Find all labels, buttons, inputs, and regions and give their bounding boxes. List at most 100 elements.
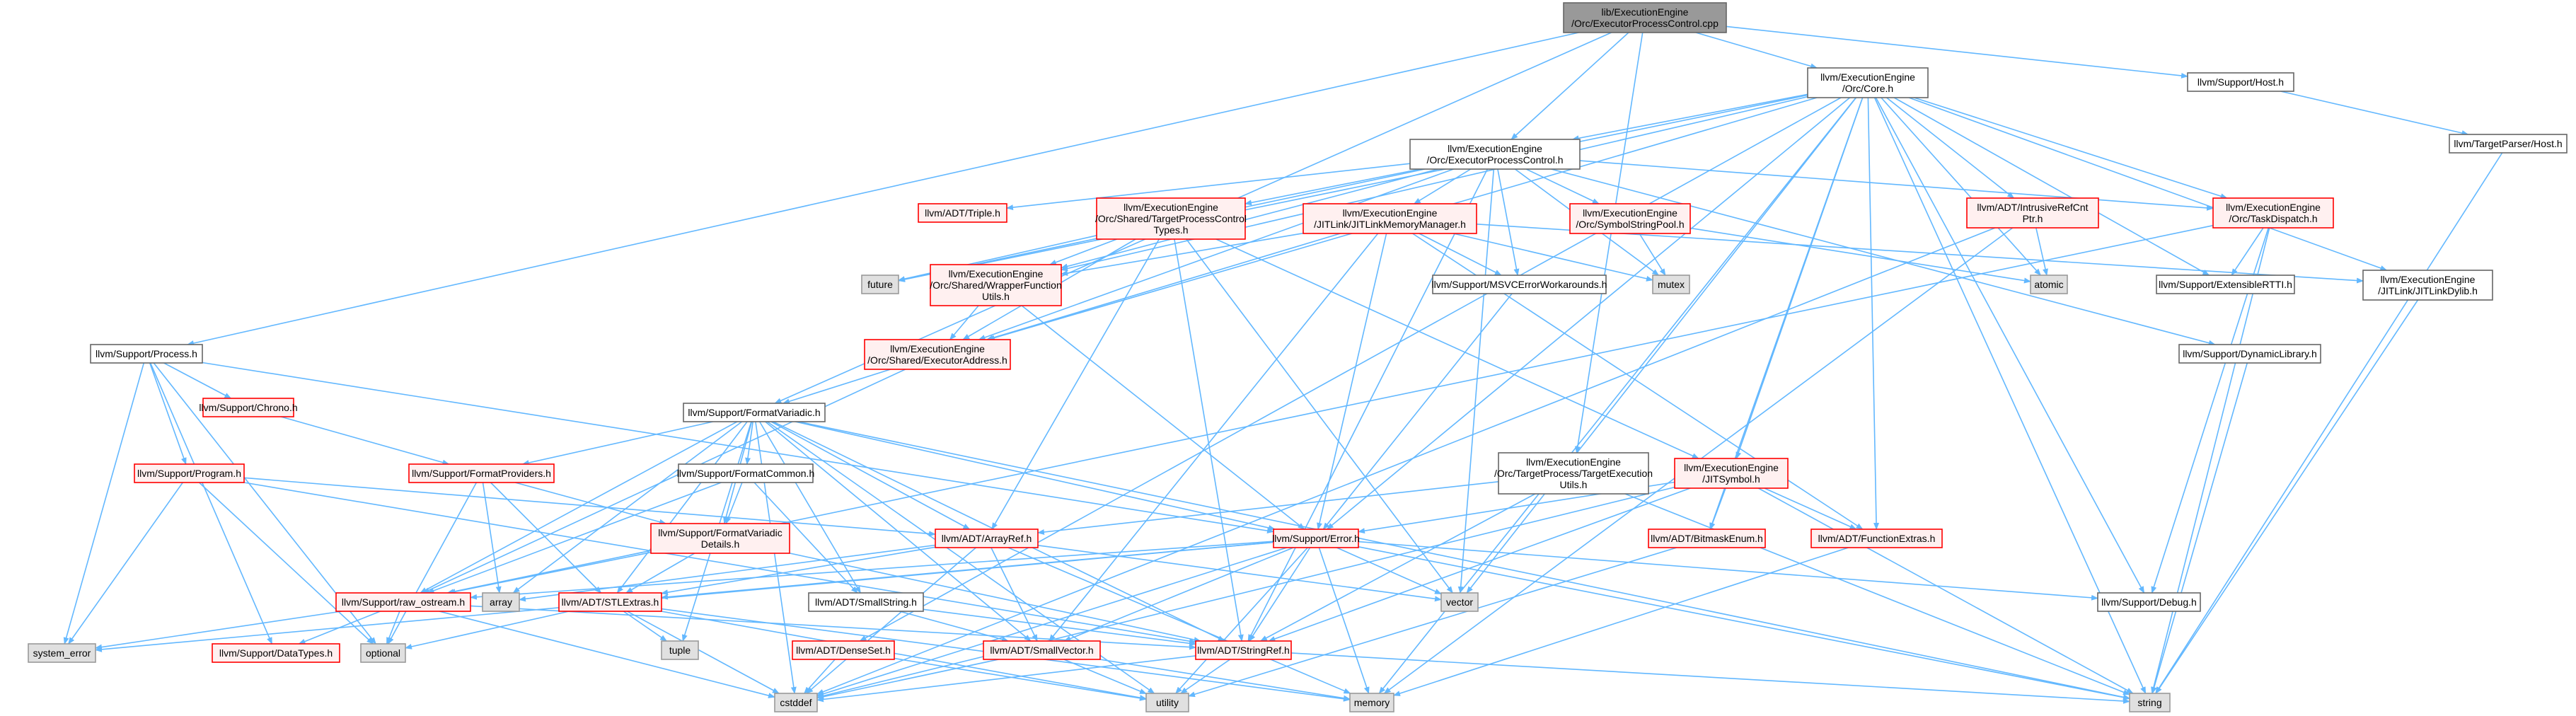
node-label-line: llvm/Support/DynamicLibrary.h xyxy=(2183,348,2317,359)
node-box xyxy=(678,463,814,483)
node-system_error[interactable]: system_error xyxy=(28,643,96,663)
edge-core-to-vector xyxy=(1466,97,1857,594)
node-wrapperfn[interactable]: llvm/ExecutionEngine/Orc/Shared/WrapperF… xyxy=(930,264,1062,306)
node-extrtti[interactable]: llvm/Support/ExtensibleRTTI.h xyxy=(2156,275,2295,294)
node-tpctypes[interactable]: llvm/ExecutionEngine/Orc/Shared/TargetPr… xyxy=(1095,197,1247,240)
edge-process-to-error xyxy=(202,362,1274,534)
node-root[interactable]: lib/ExecutionEngine/Orc/ExecutorProcessC… xyxy=(1563,2,1727,33)
node-denseset[interactable]: llvm/ADT/DenseSet.h xyxy=(792,640,895,660)
node-jitlinkdylib[interactable]: llvm/ExecutionEngine/JITLink/JITLinkDyli… xyxy=(2362,270,2493,301)
node-string[interactable]: string xyxy=(2129,693,2171,712)
node-label-line: Utils.h xyxy=(982,291,1010,302)
node-label-line: utility xyxy=(1156,697,1179,708)
node-memory[interactable]: memory xyxy=(1349,693,1394,712)
node-triple[interactable]: llvm/ADT/Triple.h xyxy=(918,203,1007,223)
node-future[interactable]: future xyxy=(861,275,899,294)
node-optional[interactable]: optional xyxy=(360,643,406,663)
edge-rawostream-to-cstddef xyxy=(439,611,775,698)
node-label-line: optional xyxy=(366,647,400,659)
node-program[interactable]: llvm/Support/Program.h xyxy=(134,463,245,483)
edge-epc-to-triple xyxy=(1006,163,1411,211)
edge-arrayref-to-memory xyxy=(1007,547,1351,694)
node-label-line: lib/ExecutionEngine xyxy=(1602,6,1689,18)
node-jitlinkmm[interactable]: llvm/ExecutionEngine/JITLink/JITLinkMemo… xyxy=(1303,203,1477,234)
node-label-line: /JITLink/JITLinkDylib.h xyxy=(2378,285,2478,296)
node-debug[interactable]: llvm/Support/Debug.h xyxy=(2097,592,2201,612)
node-formatvariadic[interactable]: llvm/Support/FormatVariadic.h xyxy=(683,403,826,422)
node-cstddef[interactable]: cstddef xyxy=(774,693,818,712)
node-msvcerr[interactable]: llvm/Support/MSVCErrorWorkarounds.h xyxy=(1432,275,1607,294)
node-label-line: llvm/ExecutionEngine xyxy=(1684,462,1779,473)
edge-rawostream-to-system_error xyxy=(95,611,342,650)
node-bitmask[interactable]: llvm/ADT/BitmaskEnum.h xyxy=(1648,529,1766,548)
node-vector[interactable]: vector xyxy=(1440,592,1479,612)
node-host[interactable]: llvm/Support/Host.h xyxy=(2187,72,2294,92)
node-dynlib[interactable]: llvm/Support/DynamicLibrary.h xyxy=(2178,344,2321,364)
node-label-line: cstddef xyxy=(780,697,812,708)
edge-formatproviders-to-stlextras xyxy=(490,482,602,594)
node-error[interactable]: llvm/Support/Error.h xyxy=(1272,529,1360,548)
node-datatypes[interactable]: llvm/Support/DataTypes.h xyxy=(212,643,340,663)
edge-formatvariadic-to-formatproviders xyxy=(521,421,713,466)
node-epc[interactable]: llvm/ExecutionEngine/Orc/ExecutorProcess… xyxy=(1409,139,1581,170)
node-tphost[interactable]: llvm/TargetParser/Host.h xyxy=(2449,134,2568,154)
node-chrono[interactable]: llvm/Support/Chrono.h xyxy=(199,398,298,417)
node-box xyxy=(1648,529,1766,548)
edge-core-to-atomic xyxy=(1881,97,2041,276)
node-label-line: llvm/Support/MSVCErrorWorkarounds.h xyxy=(1432,279,1607,290)
node-atomic[interactable]: atomic xyxy=(2030,275,2068,294)
edge-jitsymbol-to-stringref xyxy=(1268,487,1691,642)
edge-smallvector-to-utility xyxy=(1063,659,1147,695)
edge-formatcommon-to-smallstring xyxy=(753,482,858,594)
node-box xyxy=(2156,275,2295,294)
edge-arrayref-to-vector xyxy=(1037,545,1442,602)
edge-rawostream-to-optional xyxy=(386,611,400,645)
node-box xyxy=(558,592,662,612)
edge-formatvariadic-to-string xyxy=(798,421,2130,700)
node-mutex[interactable]: mutex xyxy=(1652,275,1690,294)
edge-formatproviders-to-fvdetails xyxy=(514,482,666,525)
node-label-line: llvm/ExecutionEngine xyxy=(949,268,1044,279)
node-core[interactable]: llvm/ExecutionEngine/Orc/Core.h xyxy=(1807,67,1929,98)
node-label-line: memory xyxy=(1354,697,1390,708)
node-smallvector[interactable]: llvm/ADT/SmallVector.h xyxy=(983,640,1101,660)
node-execaddr[interactable]: llvm/ExecutionEngine/Orc/Shared/Executor… xyxy=(864,339,1011,370)
node-box xyxy=(1145,693,1189,712)
edge-epc-to-stringref xyxy=(1247,168,1489,642)
node-label-line: tuple xyxy=(669,645,691,656)
node-funcextras[interactable]: llvm/ADT/FunctionExtras.h xyxy=(1810,529,1943,548)
node-tuple[interactable]: tuple xyxy=(661,640,699,660)
edge-smallstring-to-stringref xyxy=(923,608,1196,647)
node-box xyxy=(1807,67,1929,98)
node-label-line: llvm/ADT/FunctionExtras.h xyxy=(1818,533,1936,544)
node-jitsymbol[interactable]: llvm/ExecutionEngine/JITSymbol.h xyxy=(1674,458,1789,489)
node-formatcommon[interactable]: llvm/Support/FormatCommon.h xyxy=(677,463,815,483)
node-formatproviders[interactable]: llvm/Support/FormatProviders.h xyxy=(408,463,555,483)
node-tpexec[interactable]: llvm/ExecutionEngine/Orc/TargetProcess/T… xyxy=(1494,452,1653,495)
node-label-line: llvm/ExecutionEngine xyxy=(1343,207,1438,219)
node-array[interactable]: array xyxy=(482,592,520,612)
node-box xyxy=(1409,139,1581,170)
edge-chrono-to-formatproviders xyxy=(280,416,450,466)
edge-tphost-to-string xyxy=(2155,152,2503,694)
edge-epc-to-dynlib xyxy=(1551,168,2216,346)
node-smallstring[interactable]: llvm/ADT/SmallString.h xyxy=(808,592,924,612)
node-utility[interactable]: utility xyxy=(1145,693,1189,712)
edge-tpctypes-to-vector xyxy=(1186,238,1453,594)
edge-tpctypes-to-jitsymbol xyxy=(1215,238,1699,459)
edge-epc-to-execaddr xyxy=(978,168,1454,340)
node-rawostream[interactable]: llvm/Support/raw_ostream.h xyxy=(335,592,471,612)
node-stlextras[interactable]: llvm/ADT/STLExtras.h xyxy=(558,592,662,612)
edge-process-to-datatypes xyxy=(149,362,273,645)
edge-process-to-chrono xyxy=(163,362,232,399)
node-taskdispatch[interactable]: llvm/ExecutionEngine/Orc/TaskDispatch.h xyxy=(2212,197,2334,229)
edge-dynlib-to-string xyxy=(2151,362,2248,694)
node-process[interactable]: llvm/Support/Process.h xyxy=(90,344,203,364)
node-symstrpool[interactable]: llvm/ExecutionEngine/Orc/SymbolStringPoo… xyxy=(1569,203,1691,234)
node-stringref[interactable]: llvm/ADT/StringRef.h xyxy=(1195,640,1292,660)
node-arrayref[interactable]: llvm/ADT/ArrayRef.h xyxy=(935,529,1039,548)
edge-intrusive-to-atomic xyxy=(2035,227,2048,276)
node-label-line: /Orc/ExecutorProcessControl.cpp xyxy=(1571,18,1719,29)
